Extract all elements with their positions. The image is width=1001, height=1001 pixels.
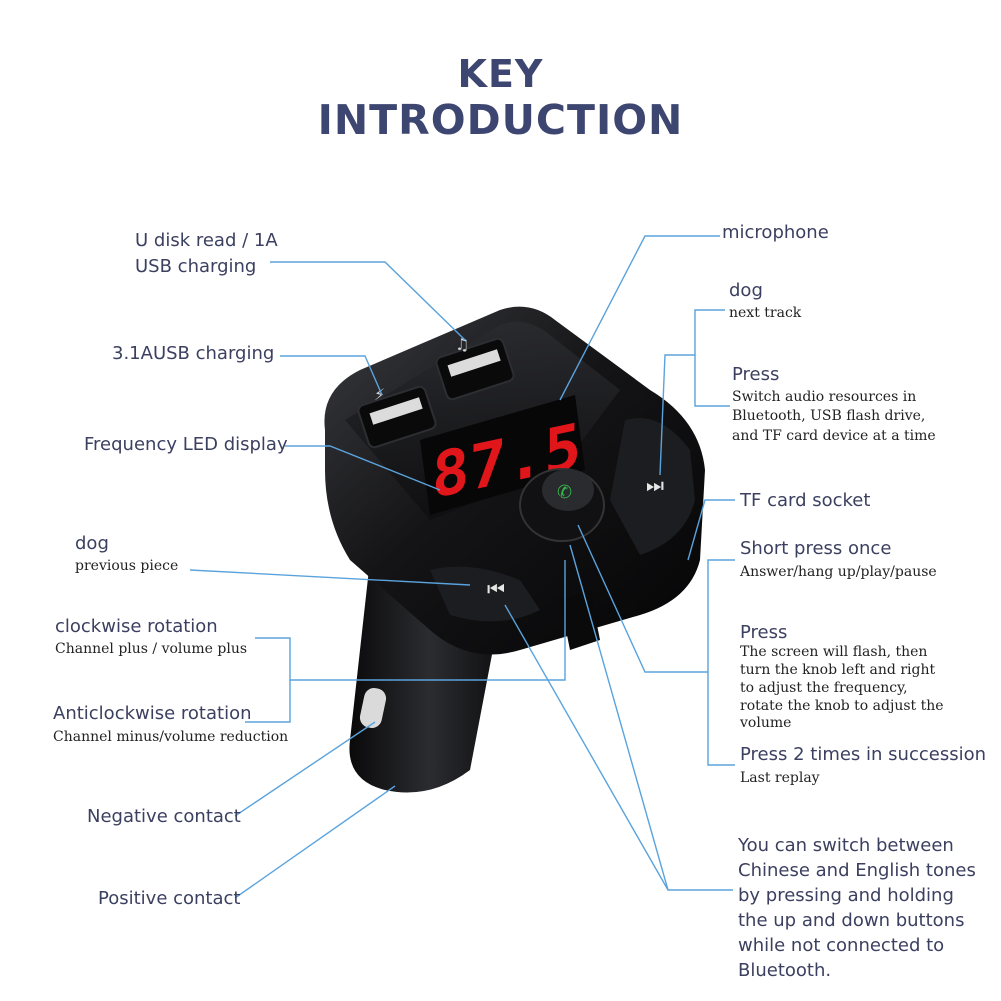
press2-sub: Last replay [740,770,820,786]
short-press-sub: Answer/hang up/play/pause [740,564,937,580]
switch-line-4: the up and down buttons [738,910,965,931]
press-freq-sub1: The screen will flash, then [740,644,928,660]
press-src-sub1: Switch audio resources in [732,389,917,405]
microphone-label: microphone [722,222,829,243]
usb-read-label-2: USB charging [135,256,257,277]
svg-text:⚡: ⚡ [374,385,385,404]
press-freq-sub3: to adjust the frequency, [740,680,908,696]
press-freq-sub2: turn the knob left and right [740,662,936,678]
acw-title: Anticlockwise rotation [53,703,252,724]
next-track-icon: ⏭ [646,473,664,497]
control-knob: ✆ [519,468,605,542]
cw-sub: Channel plus / volume plus [55,641,248,657]
switch-language-note: You can switch between Chinese and Engli… [738,833,976,983]
prev-sub: previous piece [75,558,179,574]
svg-text:✆: ✆ [557,482,572,503]
leader-lines [189,235,735,899]
short-press-title: Short press once [740,538,892,559]
usb-ports: ⚡ ♫ [357,335,515,449]
switch-line-5: while not connected to [738,935,945,956]
press-src-sub2: Bluetooth, USB flash drive, [732,408,926,424]
usb-fast-label: 3.1AUSB charging [112,343,275,364]
cw-title: clockwise rotation [55,616,218,637]
press-src-title: Press [732,364,780,385]
previous-track-icon: ⏮ [487,577,505,601]
press-freq-sub5: volume [740,715,792,731]
next-sub: next track [729,305,802,321]
press-src-sub3: and TF card device at a time [732,428,936,444]
title-line-2: INTRODUCTION [317,96,684,144]
svg-text:♫: ♫ [455,335,469,354]
negative-contact-label: Negative contact [87,806,241,827]
positive-contact-label: Positive contact [98,888,241,909]
press-freq-sub4: rotate the knob to adjust the [740,698,944,714]
tf-card-label: TF card socket [740,490,871,511]
next-title: dog [729,280,763,301]
switch-line-6: Bluetooth. [738,960,832,981]
press2-title: Press 2 times in succession [740,744,986,765]
switch-line-3: by pressing and holding [738,885,954,906]
usb-read-label-1: U disk read / 1A [135,230,278,251]
press-freq-title: Press [740,622,788,643]
freq-display-label: Frequency LED display [84,434,288,455]
switch-line-1: You can switch between [738,835,954,856]
switch-line-2: Chinese and English tones [738,860,976,881]
prev-title: dog [75,533,109,554]
positive-contact-tip [359,688,387,728]
acw-sub: Channel minus/volume reduction [53,729,289,745]
title-line-1: KEY [457,52,544,96]
